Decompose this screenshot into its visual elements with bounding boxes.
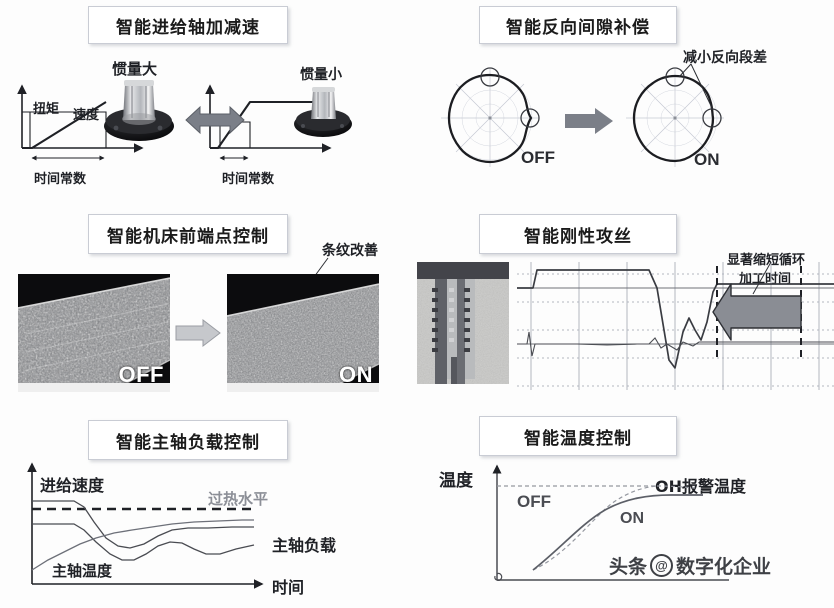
photo-caption-off: OFF [118,362,164,387]
panel-temperature-control: 智能温度控制 温度 OFF ON OH报警温度 头条 @ 数字化企业 [417,408,834,608]
label-oh-alarm-temperature: OH报警温度 [655,477,746,496]
panel-title-backlash-compensation: 智能反向间隙补偿 [479,6,677,44]
surface-texture-off [18,274,170,392]
surface-texture-on [227,274,379,392]
photo-bottom-strip [18,383,170,392]
panel-title-spindle-load-control: 智能主轴负载控制 [88,420,288,460]
label-temperature-axis: 温度 [439,471,473,491]
panel-spindle-load-control: 智能主轴负载控制 进给速度 过热水平 主轴负载 主轴温度 时间 [0,408,417,608]
panel-machine-tip-control: 智能机床前端点控制 条纹改善 [0,200,417,408]
panel-rigid-tapping: 智能刚性攻丝 显著缩短循环 加工时间 [417,200,834,408]
watermark-prefix: 头条 [609,556,648,578]
label-feed-rate: 进给速度 [40,476,105,495]
panel-title-machine-tip-control: 智能机床前端点控制 [88,214,288,254]
transition-arrow-icon-surface [175,318,221,348]
surface-photo-on: ON [227,274,379,392]
label-inertia-large: 惯量大 [112,60,158,78]
panel-title-temperature-control: 智能温度控制 [479,416,677,456]
photo-bottom-strip [227,383,379,392]
label-on-roundness: ON [694,150,720,169]
label-inertia-small: 惯量小 [300,67,342,83]
temperature-control-chart [492,464,729,582]
tapping-waveform-chart [517,261,834,390]
label-on-temp-curve: ON [620,510,644,527]
label-cycle-time-annotation-line1: 显著缩短循环 [727,253,806,268]
photo-caption-on: ON [339,362,373,387]
chart-accel-large-inertia [17,84,144,161]
double-arrow-icon [185,105,245,135]
label-spindle-load: 主轴负载 [272,536,337,555]
label-off-temp-curve: OFF [517,492,551,511]
label-off-roundness: OFF [521,148,555,167]
chart-accel-small-inertia [205,84,332,161]
backlash-leader-lines [678,63,714,111]
surface-photo-off: OFF [18,274,170,392]
label-backlash-annotation: 减小反向段差 [683,50,767,66]
panel-title-feed-axis-accel: 智能进给轴加减速 [88,6,288,44]
label-time-axis: 时间 [272,578,305,597]
panel-title-rigid-tapping: 智能刚性攻丝 [479,214,677,254]
label-stripe-improvement: 条纹改善 [322,243,378,259]
watermark-suffix: 数字化企业 [676,556,772,578]
panel-backlash-compensation: 智能反向间隙补偿 减小反向段差 OFF ON [417,0,834,200]
watermark-at-icon: @ [650,554,674,577]
label-spindle-temperature: 主轴温度 [52,562,113,580]
spindle-load-chart [27,462,264,589]
label-time-constant-right: 时间常数 [222,172,275,187]
roundness-chart-off [441,67,540,167]
motor-illustration-large [104,80,174,141]
tapped-hole-photo [417,262,509,384]
label-time-constant-left: 时间常数 [34,172,87,187]
label-torque: 扭矩 [33,102,60,117]
transition-arrow-icon [565,108,613,134]
motor-illustration-small [294,87,352,137]
panel-feed-axis-accel: 智能进给轴加减速 惯量大 惯量小 扭矩 速度 时间常数 时间常数 [0,0,417,200]
watermark: 头条 @ 数字化企业 [609,552,771,579]
label-overheat-level: 过热水平 [208,490,269,508]
